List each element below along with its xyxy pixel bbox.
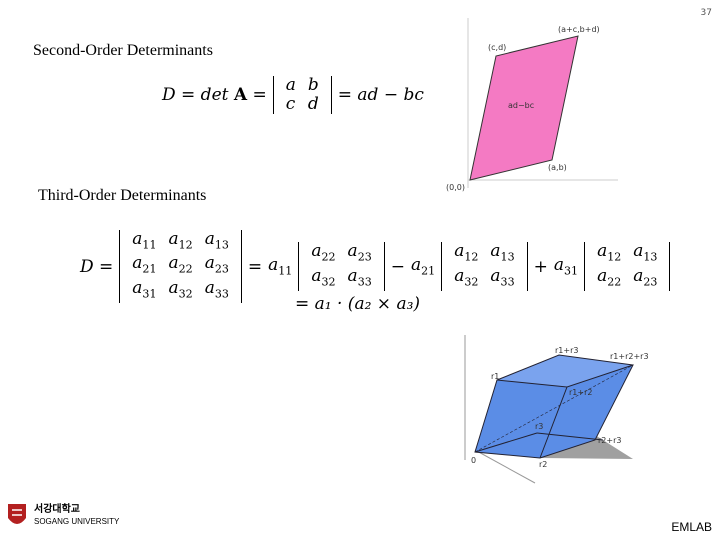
cofactor-2: a21: [411, 255, 436, 278]
label-top-left: (c,d): [488, 43, 506, 52]
logo-english: SOGANG UNIVERSITY: [34, 517, 120, 526]
label-r2r3: r2+r3: [598, 436, 621, 445]
eq2-rhs: = ad − bc: [337, 85, 424, 105]
m-d: d: [307, 94, 319, 114]
eq3-minus: −: [390, 256, 405, 277]
m-c: c: [285, 94, 296, 114]
label-r2: r2: [539, 460, 547, 469]
cofactor-3: a31: [553, 255, 579, 278]
eq3-equals: =: [247, 256, 263, 277]
label-r3: r3: [535, 422, 543, 431]
edge-r2r3: [536, 432, 604, 441]
m-a: a: [285, 75, 296, 95]
logo-korean: 서강대학교: [34, 504, 80, 515]
logo-text: 서강대학교 SOGANG UNIVERSITY: [34, 504, 119, 528]
heading-third-order: Third-Order Determinants: [38, 187, 207, 204]
diagonal: [474, 364, 634, 453]
label-top-right: (a+c,b+d): [558, 25, 600, 34]
footer-lab: EMLAB: [671, 520, 712, 534]
eq2-lhs: D = det A =: [162, 85, 267, 105]
label-r1r3: r1+r3: [555, 346, 578, 355]
eq3-D: D =: [80, 256, 114, 277]
label-area: ad−bc: [508, 101, 534, 110]
label-r1r2r3: r1+r2+r3: [610, 352, 649, 361]
parallelogram: [469, 35, 579, 181]
label-origin: (0,0): [446, 183, 465, 192]
label-r1r2: r1+r2: [569, 388, 592, 397]
university-logo: 서강대학교 SOGANG UNIVERSITY: [6, 502, 119, 530]
parallelepiped-figure: r1+r3 r1+r2+r3 r1 r1+r2 r3 r2+r3 0 r2: [464, 335, 649, 484]
edge-r3: [474, 432, 538, 453]
edge-r1r2: [539, 386, 568, 459]
cofactor-1: a11: [268, 255, 293, 278]
heading-second-order: Second-Order Determinants: [33, 42, 213, 59]
parallelogram-figure: (a+c,b+d) (c,d) ad−bc (a,b) (0,0): [446, 18, 618, 192]
box-body: [474, 364, 634, 459]
page-number: 37: [700, 8, 712, 18]
shield-icon: [8, 504, 26, 524]
equation-triple-product: = a₁ · (a₂ × a₃): [295, 294, 421, 314]
label-origin-3d: 0: [471, 456, 476, 465]
label-bottom-right: (a,b): [548, 163, 567, 172]
x-axis-3d: [474, 449, 536, 484]
eq3-plus: +: [533, 256, 548, 277]
label-r1: r1: [491, 372, 499, 381]
m-b: b: [307, 75, 319, 95]
